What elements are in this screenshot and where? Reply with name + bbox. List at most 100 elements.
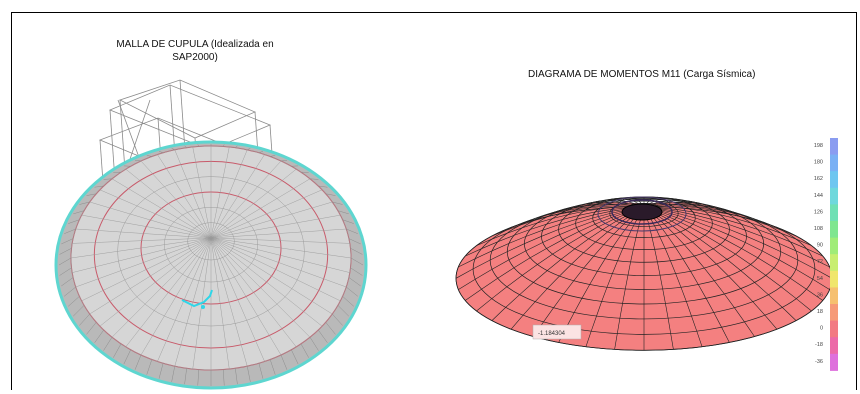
legend-swatch: [830, 337, 838, 355]
wireframe-edge: [127, 99, 151, 166]
mesh-meridian: [174, 149, 212, 239]
mesh-band-segment: [325, 322, 336, 335]
mesh-band-segment: [197, 369, 200, 386]
dome-meridian: [643, 207, 833, 279]
mesh-band-segment: [158, 363, 164, 379]
dome-meridian: [458, 207, 645, 268]
mesh-meridian: [210, 237, 333, 315]
mesh-band-segment: [146, 359, 153, 375]
mesh-band-segment: [235, 368, 238, 385]
mesh-meridian: [210, 160, 282, 239]
mesh-grid: [58, 144, 364, 386]
dome-meridian: [643, 207, 755, 337]
mesh-meridian: [140, 160, 212, 239]
dome-meridian: [643, 207, 830, 290]
mesh-meridian: [192, 146, 212, 239]
mesh-band-segment: [94, 329, 104, 343]
mesh-meridian: [111, 237, 212, 338]
mesh-meridian: [210, 154, 265, 239]
legend-swatch: [830, 254, 838, 272]
value-callout-text: -1.184304: [538, 331, 566, 337]
mesh-band-segment: [325, 193, 336, 196]
mesh-meridian: [99, 189, 212, 239]
dome-meridian: [643, 207, 674, 350]
dome-meridian: [465, 207, 645, 257]
mesh-band-segment: [73, 305, 85, 317]
mesh-meridian: [210, 237, 230, 370]
mesh-meridian: [210, 237, 350, 273]
mesh-band-segment: [346, 228, 358, 234]
legend-label: 180: [814, 160, 823, 166]
mesh-meridian: [210, 237, 311, 338]
mesh-meridian: [75, 228, 212, 239]
mesh-band-segment: [348, 277, 361, 287]
mesh-meridian: [210, 237, 265, 362]
mesh-node-marker: [201, 305, 205, 309]
legend-swatch: [830, 237, 838, 255]
legend-label: 36: [817, 292, 823, 298]
mesh-band-segment: [58, 257, 72, 266]
dome-meridian: [643, 207, 830, 268]
mesh-band-segment: [350, 248, 363, 255]
mesh-band-segment: [184, 145, 187, 148]
legend-label: -36: [815, 359, 823, 365]
mesh-band-segment: [342, 296, 354, 307]
mesh-band-segment: [134, 354, 142, 370]
mesh-band-segment: [171, 366, 176, 382]
mesh-meridian: [210, 228, 347, 239]
legend-label: 144: [814, 193, 823, 199]
mesh-meridian: [210, 237, 347, 288]
moment-dome: [455, 196, 833, 351]
dome-meridian: [643, 207, 797, 321]
mesh-band-segment: [235, 145, 238, 148]
mesh-band-segment: [59, 267, 72, 276]
mesh-band-segment: [134, 159, 142, 162]
mesh-meridian: [210, 178, 311, 239]
mesh-band-segment: [184, 368, 187, 385]
dome-meridian: [510, 203, 645, 228]
legend-swatch: [830, 353, 838, 371]
mesh-band-segment: [68, 296, 80, 307]
mesh-meridian: [210, 168, 297, 239]
mesh-band-segment: [94, 185, 104, 188]
dome-meridian: [643, 206, 812, 246]
mesh-band-segment: [346, 286, 358, 297]
mesh-support-marker: [181, 289, 213, 308]
dome-meridian: [643, 207, 703, 347]
mesh-meridian: [210, 214, 341, 239]
dome-meridian: [614, 207, 645, 350]
dome-meridian: [533, 201, 645, 221]
legend-swatch: [830, 221, 838, 239]
dome-meridian: [643, 207, 823, 301]
legend-label: 72: [817, 259, 823, 265]
mesh-band-segment: [146, 155, 152, 157]
mesh-band-segment: [258, 363, 264, 379]
mesh-band-segment: [171, 147, 175, 151]
legend-swatch: [830, 138, 838, 156]
legend-label: 126: [814, 209, 823, 215]
mesh-band-segment: [247, 147, 251, 151]
mesh-band-segment: [270, 155, 276, 157]
mesh-band-segment: [79, 201, 90, 205]
mesh-meridian: [174, 237, 212, 367]
legend-swatch: [830, 154, 838, 172]
dome-opening: [621, 203, 663, 221]
mesh-title-line1: MALLA DE CUPULA (Idealizada en: [116, 39, 274, 50]
mesh-meridian: [210, 237, 350, 244]
mesh-band-segment: [337, 210, 349, 215]
mesh-band-segment: [269, 359, 276, 375]
mesh-band-segment: [86, 193, 97, 196]
mesh-band-segment: [64, 286, 76, 297]
mesh-band-segment: [337, 305, 349, 317]
mesh-meridian: [99, 237, 212, 327]
mesh-band-segment: [291, 349, 299, 365]
mesh-band-segment: [300, 343, 309, 358]
legend-label: 0: [820, 326, 823, 332]
mesh-meridian: [210, 237, 248, 367]
mesh-band-segment: [258, 151, 264, 153]
mesh-meridian: [81, 237, 212, 302]
mesh-meridian: [70, 237, 212, 259]
mesh-meridian: [81, 214, 212, 239]
